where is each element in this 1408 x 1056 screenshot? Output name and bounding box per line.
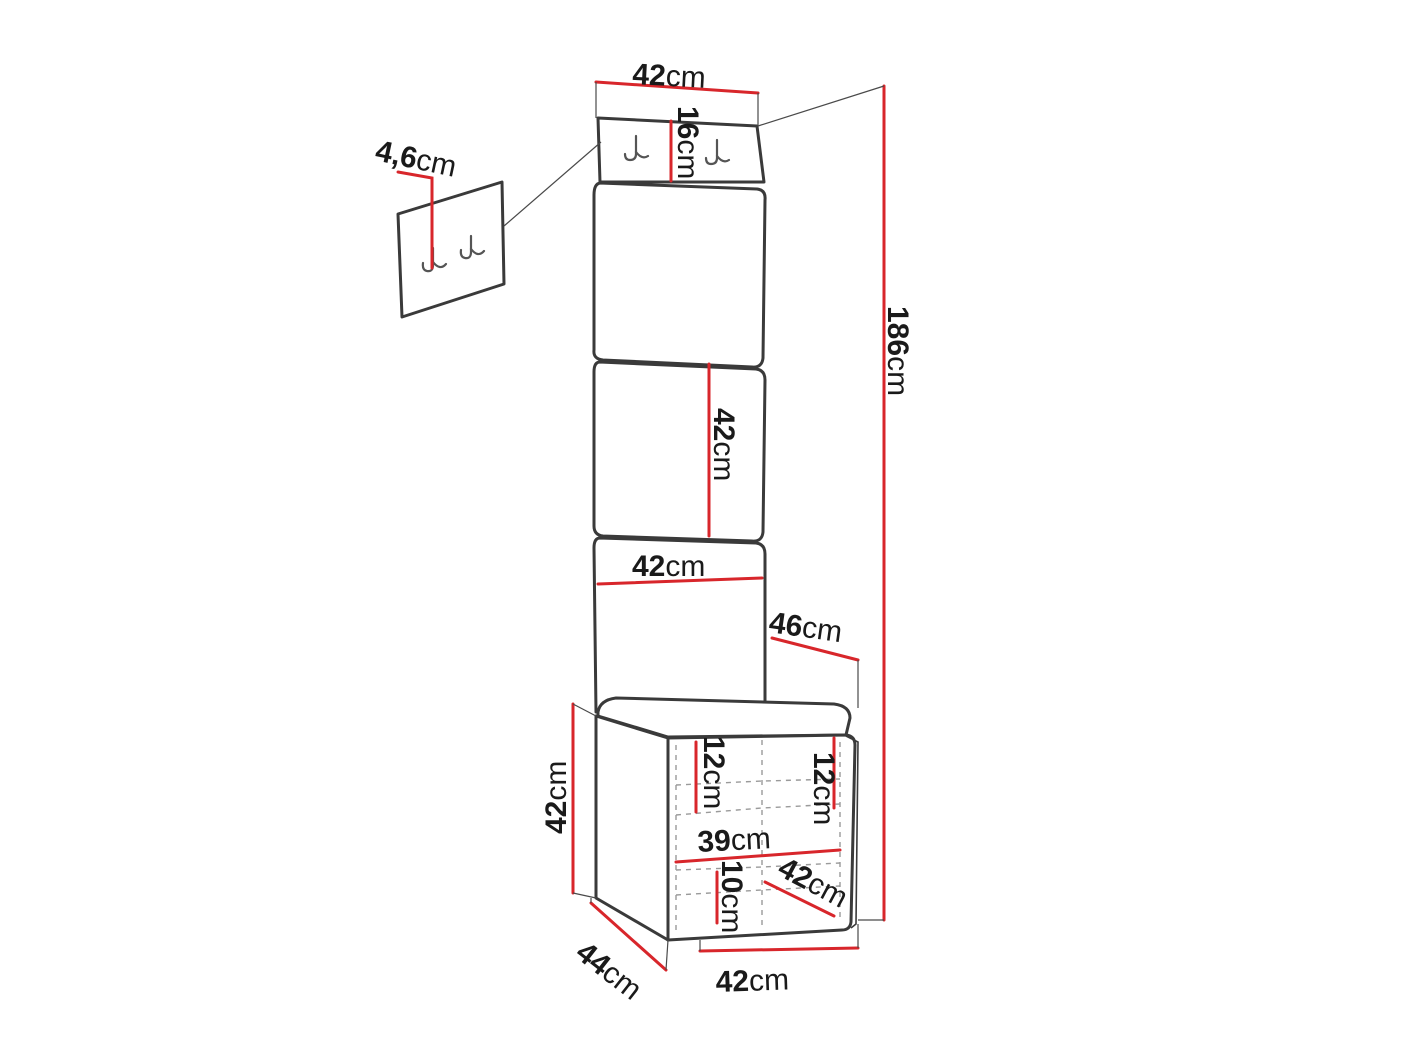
label-bench-height: 42cm: [540, 761, 573, 834]
dimension-labels: 42cm 16cm 4,6cm 186cm 42cm 42cm 46cm 42c…: [373, 58, 914, 1007]
label-bench-width: 42cm: [715, 963, 789, 999]
label-mid-panel-height: 42cm: [707, 408, 740, 481]
label-shelf-left-height: 12cm: [697, 736, 730, 809]
label-bottom-shelf-height: 10cm: [715, 860, 748, 933]
label-shelf-width: 39cm: [697, 822, 772, 859]
hook-icon: [623, 134, 650, 162]
label-shelf-right-height: 12cm: [807, 752, 840, 825]
seat-cushion: [596, 696, 852, 739]
label-top-panel-height: 16cm: [671, 106, 704, 179]
extension-guides: [572, 82, 885, 971]
label-bench-depth-top: 46cm: [767, 606, 844, 649]
label-lower-panel-width: 42cm: [632, 550, 705, 583]
hook-icon: [704, 138, 731, 166]
label-panel-width: 42cm: [632, 58, 707, 95]
upholstered-panel-1: [592, 181, 767, 369]
label-total-height: 186cm: [881, 306, 914, 396]
label-bench-depth: 44cm: [570, 936, 648, 1007]
hook-panel-detail: [396, 141, 602, 319]
bench-front: [666, 733, 857, 942]
bench-left-side: [594, 714, 670, 942]
hook-icon: [459, 234, 486, 260]
top-hook-panel: [596, 116, 766, 184]
dimension-lines: [396, 80, 886, 972]
upholstered-panel-2: [592, 360, 767, 543]
storage-bench: [594, 696, 859, 942]
